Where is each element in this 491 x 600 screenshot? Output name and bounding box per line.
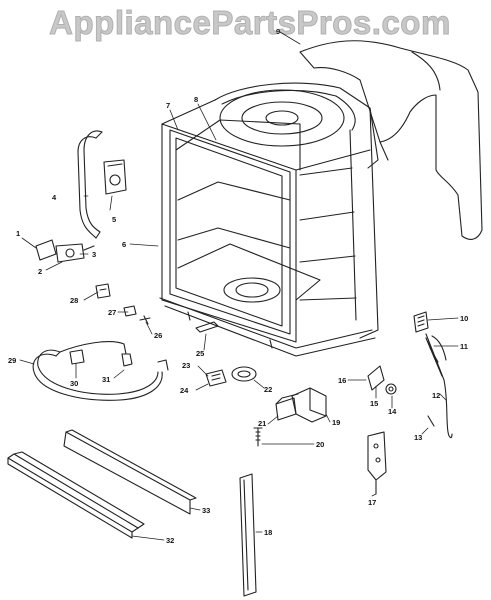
part-number-label-2: 2 xyxy=(38,267,42,276)
part-number-label-33: 33 xyxy=(202,506,210,515)
bracket-part-drawing xyxy=(195,321,219,333)
part-number-label-15: 15 xyxy=(370,399,378,408)
part-number-label-21: 21 xyxy=(258,419,266,428)
part-number-label-16: 16 xyxy=(338,376,346,385)
part-number-label-20: 20 xyxy=(316,440,324,449)
part-number-label-17: 17 xyxy=(368,498,376,507)
part-number-label-11: 11 xyxy=(460,342,468,351)
drain-hose-drawing xyxy=(32,341,169,401)
part-number-label-23: 23 xyxy=(182,361,190,370)
part-number-label-6: 6 xyxy=(122,240,126,249)
clamp-parts-drawing xyxy=(123,305,151,325)
watermark-logo: AppliancePartsPros.com xyxy=(49,4,451,42)
part-number-label-5: 5 xyxy=(112,215,116,224)
part-number-label-30: 30 xyxy=(70,379,78,388)
part-number-label-32: 32 xyxy=(166,536,174,545)
hinge-hardware-drawing xyxy=(367,365,435,427)
toe-panel-drawing xyxy=(7,451,145,539)
part-number-label-7: 7 xyxy=(166,101,170,110)
part-number-label-24: 24 xyxy=(180,386,189,395)
part-number-label-1: 1 xyxy=(16,229,20,238)
part-number-label-31: 31 xyxy=(102,375,110,384)
part-number-label-8: 8 xyxy=(194,95,198,104)
part-number-label-28: 28 xyxy=(70,296,78,305)
part-number-label-29: 29 xyxy=(8,356,16,365)
part-number-label-9: 9 xyxy=(276,27,280,36)
hinge-spring-drawing xyxy=(413,311,453,439)
leg-bracket-drawing xyxy=(275,387,327,423)
dishwasher-tub-drawing xyxy=(159,82,379,357)
side-trim-drawing xyxy=(239,473,257,597)
part-number-label-18: 18 xyxy=(264,528,272,537)
part-number-label-10: 10 xyxy=(460,314,468,323)
part-number-labels: 1234567891011121314151617181920212223242… xyxy=(8,27,468,545)
part-number-label-4: 4 xyxy=(52,193,57,202)
part-number-label-12: 12 xyxy=(432,391,440,400)
insulation-blanket-drawing xyxy=(299,40,483,240)
inlet-valve-hose-drawing xyxy=(35,130,127,263)
kick-plate-drawing xyxy=(63,429,197,515)
part-number-label-3: 3 xyxy=(92,250,96,259)
part-number-label-19: 19 xyxy=(332,418,340,427)
leveling-leg-drawing xyxy=(253,427,263,447)
part-number-label-14: 14 xyxy=(388,407,397,416)
hose-clip-drawing xyxy=(95,283,111,299)
part-number-label-13: 13 xyxy=(414,433,422,442)
connector-part-drawing xyxy=(69,349,85,365)
part-number-label-27: 27 xyxy=(108,308,116,317)
part-number-label-25: 25 xyxy=(196,349,204,358)
part-number-label-26: 26 xyxy=(154,331,162,340)
part-number-label-22: 22 xyxy=(264,385,272,394)
leader-lines xyxy=(19,31,459,541)
pump-assembly-drawing xyxy=(205,366,257,387)
door-hinge-drawing xyxy=(367,431,387,495)
